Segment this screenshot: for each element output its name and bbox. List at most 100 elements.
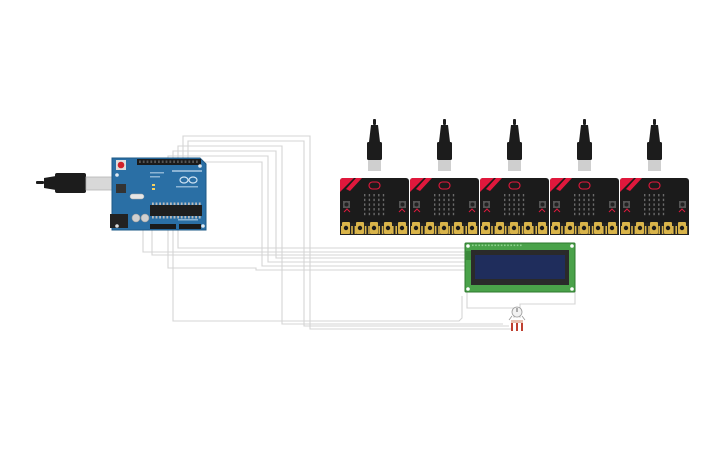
led-pixel bbox=[373, 203, 375, 206]
reset-button[interactable] bbox=[117, 161, 125, 169]
pad-hole bbox=[469, 225, 475, 231]
pot-lead[interactable] bbox=[521, 321, 523, 331]
header-pin bbox=[142, 160, 145, 163]
pad-hole bbox=[357, 225, 363, 231]
lcd-pin[interactable] bbox=[472, 244, 474, 247]
lcd-pin[interactable] bbox=[478, 244, 480, 247]
lcd-pin[interactable] bbox=[488, 244, 490, 247]
accent-corner bbox=[340, 178, 354, 192]
led-pixel bbox=[578, 212, 581, 216]
pad-hole bbox=[553, 225, 559, 231]
usb-cable-plug[interactable] bbox=[577, 142, 592, 160]
lcd-pin[interactable] bbox=[504, 244, 506, 247]
usb-cable-plug[interactable] bbox=[437, 142, 452, 160]
header-pin bbox=[192, 160, 194, 163]
lcd-pin[interactable] bbox=[507, 244, 509, 247]
led-pixel bbox=[574, 198, 576, 202]
led-pixel bbox=[583, 198, 585, 202]
led-pixel bbox=[592, 203, 595, 206]
usb-connector[interactable] bbox=[368, 160, 381, 171]
led-pixel bbox=[513, 212, 515, 216]
label-a-icon bbox=[623, 208, 631, 213]
led-pixel bbox=[644, 203, 646, 206]
wire[interactable] bbox=[142, 230, 470, 253]
lcd-16x2-display[interactable] bbox=[464, 242, 576, 293]
wire[interactable] bbox=[182, 135, 512, 330]
lcd-pin[interactable] bbox=[484, 244, 487, 247]
lcd-pin[interactable] bbox=[494, 244, 496, 247]
microbit-pcb[interactable] bbox=[340, 178, 409, 235]
usb-cable-plug[interactable] bbox=[647, 142, 662, 160]
wire[interactable] bbox=[151, 230, 470, 256]
led-pixel bbox=[518, 203, 520, 206]
microbit-pcb[interactable] bbox=[620, 178, 689, 235]
lcd-pin[interactable] bbox=[516, 244, 519, 247]
led-pixel bbox=[644, 208, 646, 211]
wire[interactable] bbox=[172, 230, 463, 322]
microbit-board-4[interactable] bbox=[550, 119, 619, 235]
usb-connector[interactable] bbox=[508, 160, 521, 171]
led-pixel bbox=[658, 212, 660, 216]
analog-header[interactable] bbox=[179, 224, 201, 229]
power-jack[interactable] bbox=[110, 214, 128, 228]
digital-header[interactable] bbox=[137, 159, 201, 165]
pad-hole bbox=[651, 225, 657, 231]
wire[interactable] bbox=[172, 150, 470, 259]
lcd-pin[interactable] bbox=[513, 244, 516, 247]
led-pixel bbox=[644, 194, 646, 197]
button-b-cap bbox=[470, 202, 475, 207]
edge-pin bbox=[685, 226, 688, 234]
pot-lead[interactable] bbox=[516, 321, 518, 331]
wire[interactable] bbox=[167, 230, 470, 271]
lcd-pin[interactable] bbox=[520, 244, 522, 247]
status-led bbox=[152, 188, 155, 190]
lcd-pin[interactable] bbox=[497, 244, 500, 247]
edge-pin bbox=[561, 226, 563, 234]
edge-pin bbox=[351, 226, 353, 234]
microbit-pcb[interactable] bbox=[480, 178, 549, 235]
led-pixel bbox=[518, 194, 520, 197]
led-pixel bbox=[592, 198, 595, 202]
silkscreen-text bbox=[172, 170, 202, 172]
microbit-pcb[interactable] bbox=[550, 178, 619, 235]
led-pixel bbox=[653, 198, 655, 202]
lcd-pin[interactable] bbox=[510, 244, 512, 247]
usb-connector[interactable] bbox=[438, 160, 451, 171]
led-pixel bbox=[578, 198, 581, 202]
led-pixel bbox=[382, 212, 385, 216]
pot-lead[interactable] bbox=[511, 321, 513, 331]
lcd-pin[interactable] bbox=[500, 244, 503, 247]
led-pixel bbox=[574, 194, 576, 197]
header-pin bbox=[154, 160, 156, 163]
pad-hole bbox=[497, 225, 503, 231]
led-pixel bbox=[588, 198, 590, 202]
edge-pin bbox=[508, 226, 510, 234]
led-pixel bbox=[648, 198, 651, 202]
microbit-pcb[interactable] bbox=[410, 178, 479, 235]
arduino-uno-board[interactable] bbox=[36, 157, 207, 231]
microbit-board-3[interactable] bbox=[480, 119, 549, 235]
lcd-pin[interactable] bbox=[481, 244, 484, 247]
wire[interactable] bbox=[177, 230, 470, 249]
power-header[interactable] bbox=[150, 224, 176, 229]
microbit-board-2[interactable] bbox=[410, 119, 479, 235]
usb-cable-plug[interactable] bbox=[367, 142, 382, 160]
potentiometer[interactable] bbox=[508, 306, 526, 331]
lcd-pin[interactable] bbox=[491, 244, 493, 247]
microbit-board-1[interactable] bbox=[340, 119, 409, 235]
microbit-board-5[interactable] bbox=[620, 119, 689, 235]
pad-hole bbox=[511, 225, 517, 231]
usb-connector[interactable] bbox=[578, 160, 591, 171]
wire[interactable] bbox=[167, 155, 470, 263]
chip-pin bbox=[152, 216, 154, 219]
led-pixel bbox=[504, 194, 506, 197]
led-pixel bbox=[364, 198, 366, 202]
led-pixel bbox=[653, 208, 655, 211]
wire[interactable] bbox=[187, 140, 509, 327]
usb-cable-plug[interactable] bbox=[55, 173, 86, 193]
lcd-pin[interactable] bbox=[475, 244, 477, 247]
usb-connector[interactable] bbox=[648, 160, 661, 171]
usb-cable-plug[interactable] bbox=[507, 142, 522, 160]
accent-stripe bbox=[416, 178, 432, 191]
